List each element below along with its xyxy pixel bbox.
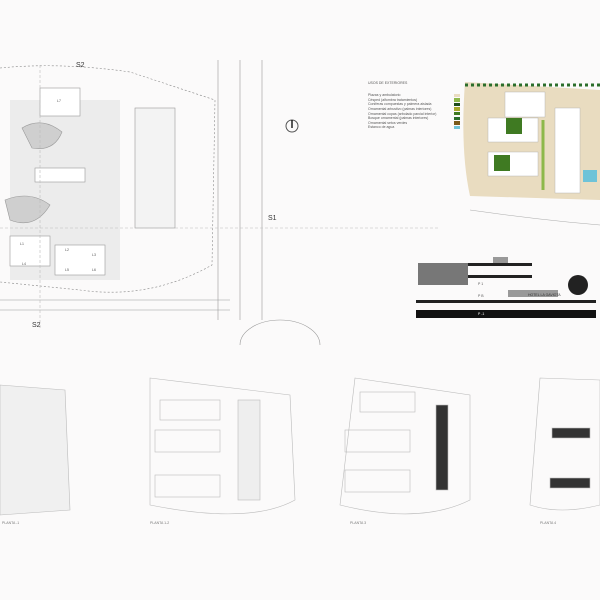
legend-label: Ornamental copas (arbolado parcial inter… [368, 111, 437, 116]
legend-label: Coníferas compuestas y palmera aislada [368, 102, 432, 107]
level-label: P 1 [478, 282, 484, 286]
elevation-drawing [416, 257, 596, 318]
legend-item: Ornamental arbustivo (palmas interiores) [368, 107, 460, 112]
legend-swatch [454, 116, 460, 121]
section-mark-s2-bottom: S2 [32, 322, 41, 329]
site-plan [0, 60, 440, 346]
legend-swatch [454, 93, 460, 98]
legend-item: Ornamental setos verdes [368, 121, 460, 126]
level-label: P B [478, 294, 484, 298]
floor-plans [0, 377, 600, 516]
block-label: L7 [57, 99, 61, 103]
legend-label: Plazas y ambulatorio [368, 93, 401, 98]
legend-item: Ornamental copas (arbolado parcial inter… [368, 111, 460, 116]
section-mark-s2-top: S2 [76, 62, 85, 69]
legend-swatch [454, 125, 460, 130]
legend-label: Bosque ornamental (palmas interiores) [368, 116, 429, 121]
legend-label: Estanco de agua [368, 125, 395, 130]
floor-plan-caption: PLANTA 3 [350, 521, 367, 525]
block-label: L3 [92, 253, 96, 257]
section-mark-s1: S1 [268, 215, 277, 222]
hotel-sign: HOTEL LA GAVIOTA [528, 293, 561, 297]
legend-swatch [454, 98, 460, 102]
block-label: L2 [65, 248, 69, 252]
floor-plan-caption: PLANTA 4 [540, 521, 557, 525]
block-label: L6 [92, 268, 96, 272]
legend-item: Plazas y ambulatorio [368, 93, 460, 98]
level-label: P 2 [478, 270, 484, 274]
legend-swatch [454, 121, 460, 125]
legend-item: Bosque ornamental (palmas interiores) [368, 116, 460, 121]
block-label: L5 [65, 268, 69, 272]
legend-label: Ornamental arbustivo (palmas interiores) [368, 107, 432, 112]
legend-title: USOS DE EXTERIORES [368, 81, 408, 85]
block-label: L1 [20, 242, 24, 246]
legend-label: Césped (alfombra tratamientos) [368, 97, 418, 102]
floor-plan-caption: PLANTA -1 [2, 521, 20, 525]
legend-label: Ornamental setos verdes [368, 120, 408, 125]
legend-item: Estanco de agua [368, 125, 460, 130]
block-label: L4 [22, 262, 26, 266]
legend-swatch [454, 107, 460, 111]
legend-swatch [454, 111, 460, 116]
level-label: P -1 [478, 312, 485, 316]
legend-item: Coníferas compuestas y palmera aislada [368, 102, 460, 107]
legend-item: Césped (alfombra tratamientos) [368, 98, 460, 103]
landscape-plan [463, 82, 600, 226]
legend-swatch [454, 102, 460, 107]
floor-plan-caption: PLANTA 1-2 [150, 521, 170, 525]
